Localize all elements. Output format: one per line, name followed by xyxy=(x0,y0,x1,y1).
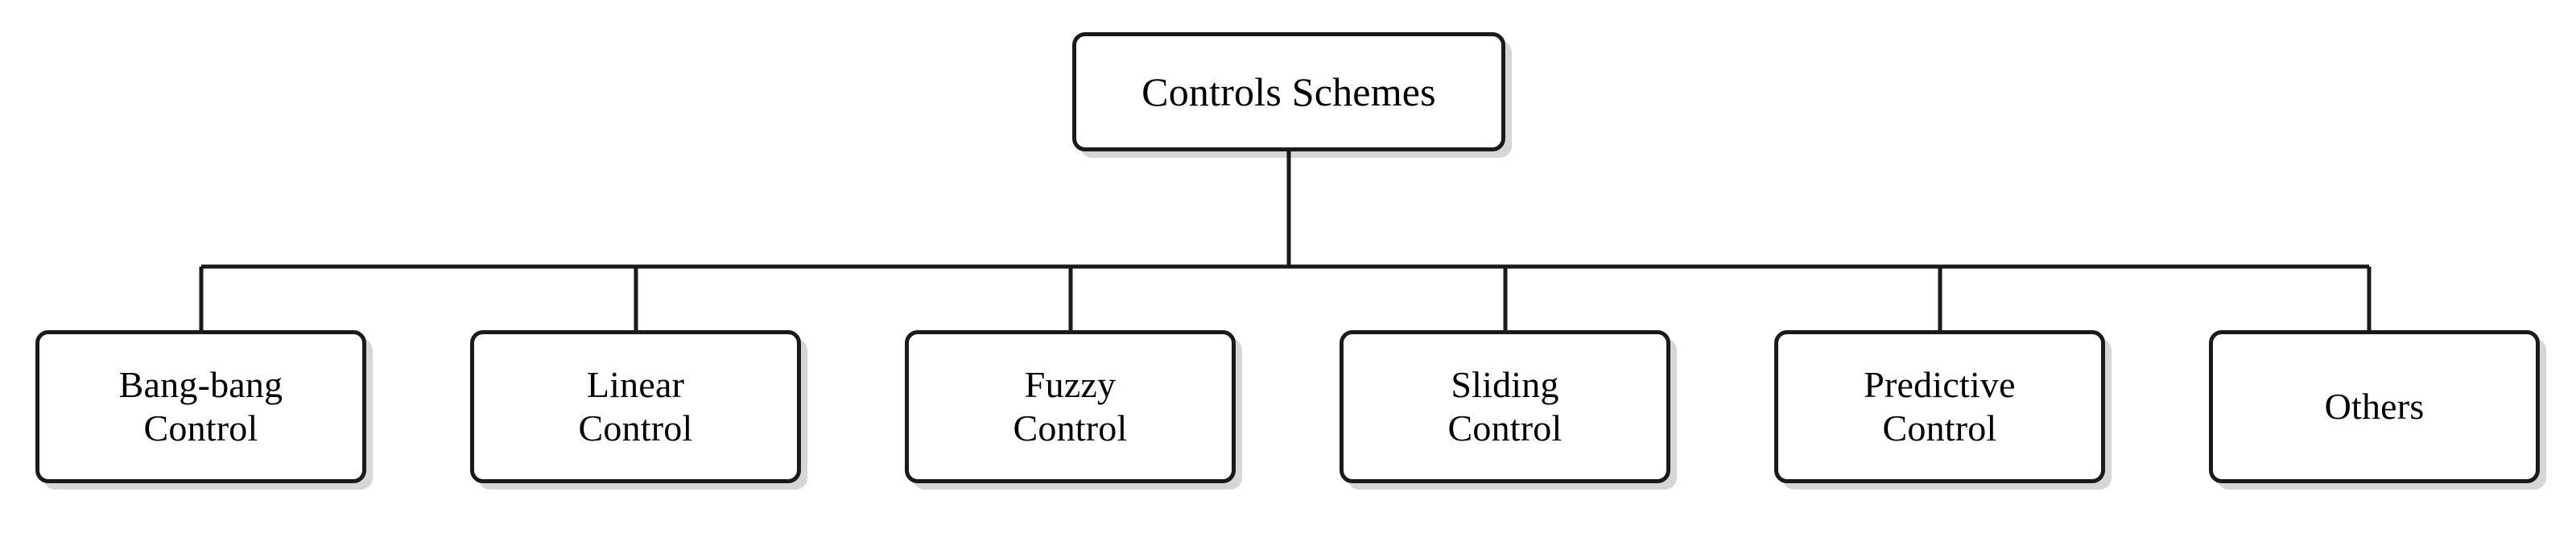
node-linear-control[interactable]: Linear Control xyxy=(470,330,801,483)
node-controls-schemes[interactable]: Controls Schemes xyxy=(1072,32,1505,151)
node-label-sliding-control: Sliding Control xyxy=(1447,363,1563,449)
node-label-others: Others xyxy=(2324,385,2425,427)
node-sliding-control[interactable]: Sliding Control xyxy=(1340,330,1670,483)
node-label-controls-schemes: Controls Schemes xyxy=(1141,68,1436,114)
node-label-predictive-control: Predictive Control xyxy=(1864,363,2016,449)
node-label-linear-control: Linear Control xyxy=(578,363,693,449)
node-bang-bang-control[interactable]: Bang-bang Control xyxy=(35,330,366,483)
node-fuzzy-control[interactable]: Fuzzy Control xyxy=(905,330,1236,483)
node-others[interactable]: Others xyxy=(2209,330,2540,483)
node-label-fuzzy-control: Fuzzy Control xyxy=(1013,363,1128,449)
node-label-bang-bang-control: Bang-bang Control xyxy=(118,363,283,449)
node-predictive-control[interactable]: Predictive Control xyxy=(1774,330,2105,483)
